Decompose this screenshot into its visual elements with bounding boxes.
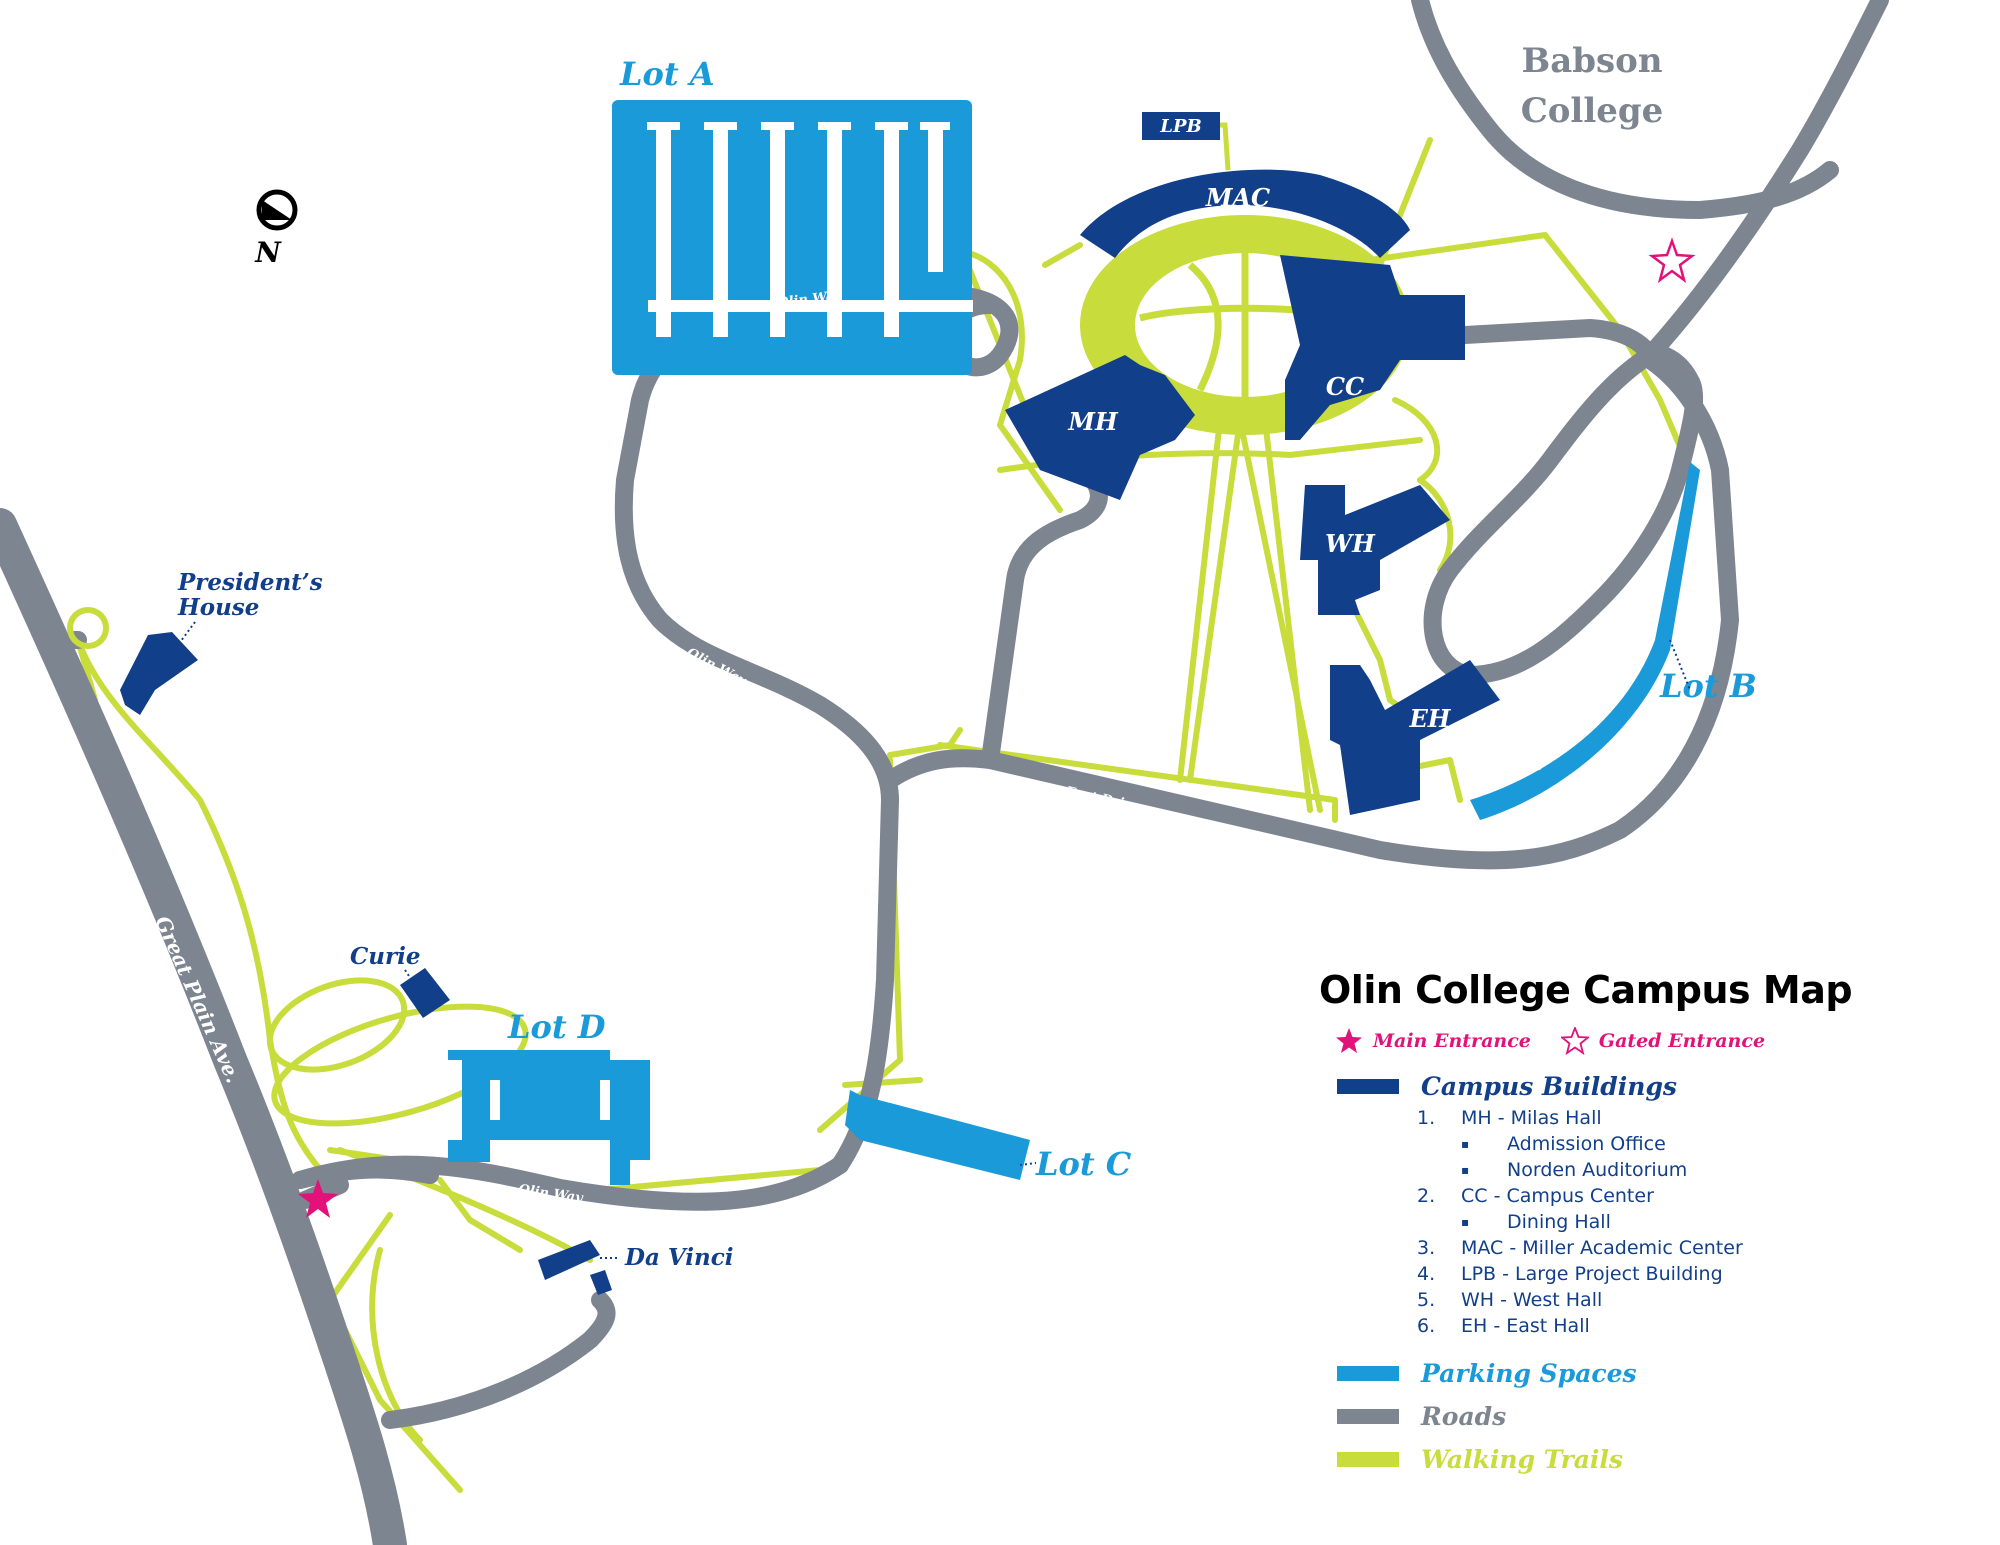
list-subitem: ▪Norden Auditorium [1461, 1159, 1688, 1181]
building-da-vinci [538, 1240, 600, 1280]
label-presidents-house-1: President’s [177, 569, 323, 596]
label-lpb: LPB [1159, 116, 1201, 137]
list-item: 2.CC - Campus Center [1417, 1185, 1654, 1207]
trails-label: Walking Trails [1421, 1445, 1624, 1474]
label-babson-2: College [1521, 91, 1664, 131]
lot-b-pointer [1669, 639, 1691, 691]
compass-north-icon [256, 189, 298, 231]
building-swatch [1337, 1079, 1399, 1094]
label-lot-d: Lot D [507, 1008, 606, 1046]
label-babson-1: Babson [1521, 41, 1662, 81]
main-entrance-icon [1336, 1028, 1362, 1053]
lot-d-stalls [490, 1080, 610, 1120]
label-lot-a: Lot A [619, 55, 715, 93]
list-item: 6.EH - East Hall [1417, 1315, 1590, 1337]
label-eh: EH [1409, 704, 1452, 733]
list-subitem: ▪Dining Hall [1461, 1211, 1611, 1233]
parking-swatch [1337, 1366, 1399, 1381]
label-olin-way-vertical: Olin Way [851, 933, 877, 1001]
buildings [120, 112, 1500, 1295]
list-item: 5.WH - West Hall [1417, 1289, 1603, 1311]
roads-swatch [1337, 1409, 1399, 1424]
label-curie: Curie [350, 943, 421, 970]
label-wh: WH [1325, 529, 1376, 558]
roads-label: Roads [1421, 1402, 1507, 1431]
list-subitem: ▪Admission Office [1461, 1133, 1666, 1155]
label-lot-c: Lot C [1035, 1145, 1132, 1183]
map-title: Olin College Campus Map [1319, 968, 1853, 1012]
building-lpb [1142, 112, 1220, 140]
roads-legend: Roads [1337, 1402, 1975, 1431]
legend: Olin College Campus Map Main Entrance Ga… [1315, 968, 1975, 1474]
lot-c-parking [845, 1090, 1030, 1180]
main-entrance-text: Main Entrance [1373, 1030, 1531, 1052]
building-presidents-house [120, 632, 198, 715]
list-item: 4.LPB - Large Project Building [1417, 1263, 1723, 1285]
label-da-vinci: Da Vinci [624, 1244, 734, 1271]
entrance-legend: Main Entrance Gated Entrance [1335, 1024, 1975, 1058]
list-item: 1.MH - Milas Hall [1417, 1107, 1602, 1129]
building-wh [1300, 485, 1450, 615]
label-presidents-house-2: House [177, 594, 259, 621]
building-curie [400, 968, 450, 1018]
lot-b-parking [1470, 462, 1700, 820]
parking-label: Parking Spaces [1421, 1359, 1637, 1388]
campus-buildings-legend: Campus Buildings [1337, 1072, 1975, 1101]
campus-buildings-label: Campus Buildings [1421, 1072, 1677, 1101]
building-cc [1280, 255, 1465, 440]
trails-legend: Walking Trails [1337, 1445, 1975, 1474]
parking-legend: Parking Spaces [1337, 1359, 1975, 1388]
building-eh [1330, 660, 1500, 815]
label-lot-b: Lot B [1659, 667, 1757, 705]
presidents-loop [67, 607, 109, 649]
buildings-list: 1.MH - Milas Hall ▪Admission Office ▪Nor… [1417, 1105, 1975, 1339]
building-mh [1005, 355, 1195, 500]
building-mac [1080, 169, 1410, 258]
gated-entrance-star [1648, 237, 1696, 284]
label-mac: MAC [1205, 183, 1270, 212]
label-mh: MH [1067, 407, 1119, 436]
lot-a-stalls [647, 122, 973, 337]
trails-swatch [1337, 1452, 1399, 1467]
label-north: N [254, 236, 282, 269]
main-entrance-star [298, 1179, 338, 1218]
label-cc: CC [1326, 372, 1364, 401]
lpb-path [1220, 122, 1231, 171]
gated-entrance-legend: Gated Entrance [1560, 1027, 1766, 1055]
gated-entrance-text: Gated Entrance [1598, 1030, 1766, 1052]
gated-entrance-icon [1560, 1027, 1589, 1055]
main-entrance-legend: Main Entrance [1335, 1027, 1531, 1055]
curie-pointer [404, 969, 416, 986]
list-item: 3.MAC - Miller Academic Center [1417, 1237, 1743, 1259]
